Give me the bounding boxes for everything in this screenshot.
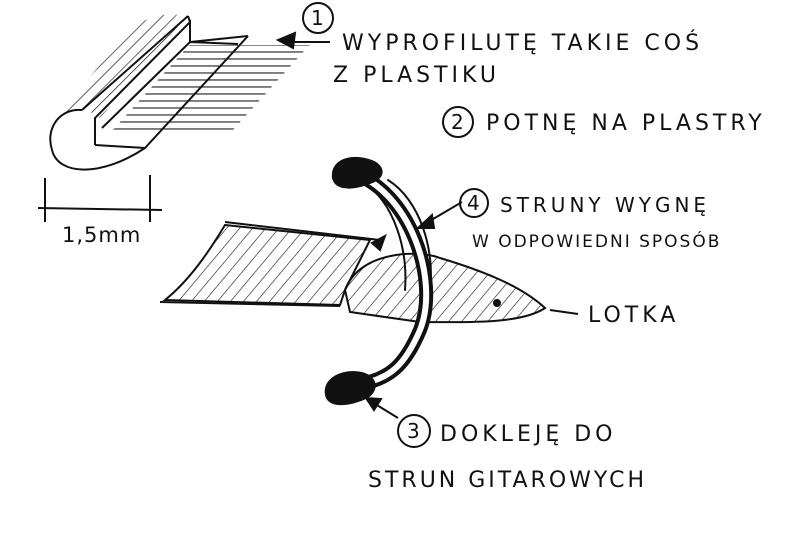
step-3-circle bbox=[397, 414, 431, 448]
step1-pointer-arrow bbox=[275, 31, 330, 50]
step-number-circles bbox=[302, 2, 489, 448]
step-4-line-2: W ODPOWIEDNI SPOSÓB bbox=[472, 230, 721, 252]
step-2-line-1: POTNĘ NA PLASTRY bbox=[486, 111, 766, 136]
step-3-number: 3 bbox=[407, 419, 420, 443]
step-4-number: 4 bbox=[467, 191, 480, 215]
part-label-lotka: LOTKA bbox=[588, 303, 679, 328]
step-4-circle bbox=[459, 188, 489, 218]
plastic-profile-drawing bbox=[49, 14, 310, 171]
dimension-label: 1,5mm bbox=[62, 223, 141, 247]
junction-arrow bbox=[370, 233, 387, 252]
step-2-circle bbox=[442, 106, 474, 138]
dimension-marker bbox=[37, 175, 163, 222]
step3-pointer-arrow bbox=[364, 396, 399, 419]
wing-section bbox=[159, 221, 381, 307]
step-3-line-1: DOKLEJĘ DO bbox=[440, 422, 616, 447]
glue-blobs bbox=[324, 156, 383, 406]
bent-guitar-string bbox=[343, 165, 434, 392]
aileron-cross-section bbox=[343, 252, 579, 324]
step-1-number: 1 bbox=[311, 6, 324, 30]
step4-pointer-arrow bbox=[415, 201, 463, 229]
step-3-line-2: STRUN GITAROWYCH bbox=[368, 468, 647, 493]
step-1-circle bbox=[302, 2, 334, 34]
step-2-number: 2 bbox=[451, 110, 464, 134]
step-1-line-1: WYPROFILUTĘ TAKIE COŚ bbox=[342, 30, 703, 56]
step-4-line-1: STRUNY WYGNĘ bbox=[500, 193, 710, 217]
step-1-line-2: Z PLASTIKU bbox=[333, 63, 500, 88]
